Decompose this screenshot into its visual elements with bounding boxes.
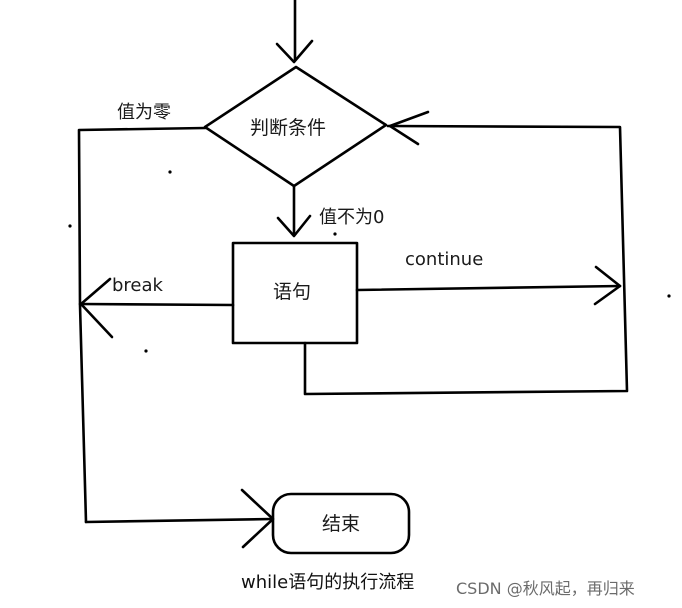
statement-box (231, 241, 359, 345)
diagram-caption: while语句的执行流程 (241, 572, 414, 593)
condition-diamond (203, 65, 388, 188)
csdn-watermark: CSDN @秋风起，再归来 (456, 579, 635, 598)
loop-back-arrowhead (388, 110, 430, 146)
statement-text: 语句 (273, 281, 311, 303)
value-zero-label: 值为零 (117, 102, 171, 123)
stray-dots (68, 170, 671, 353)
entry-arrow (275, 0, 314, 64)
break-label: break (112, 275, 164, 296)
end-terminator (271, 492, 411, 555)
continue-label: continue (405, 249, 483, 270)
end-arrow (84, 488, 275, 549)
value-nonzero-label: 值不为0 (319, 207, 384, 228)
zero-branch-line (77, 126, 207, 524)
end-text: 结束 (322, 513, 360, 535)
loop-back-line (303, 124, 629, 396)
break-arrow (78, 277, 235, 339)
continue-arrow (355, 265, 622, 306)
condition-text: 判断条件 (250, 117, 326, 139)
nonzero-arrow (276, 184, 312, 238)
